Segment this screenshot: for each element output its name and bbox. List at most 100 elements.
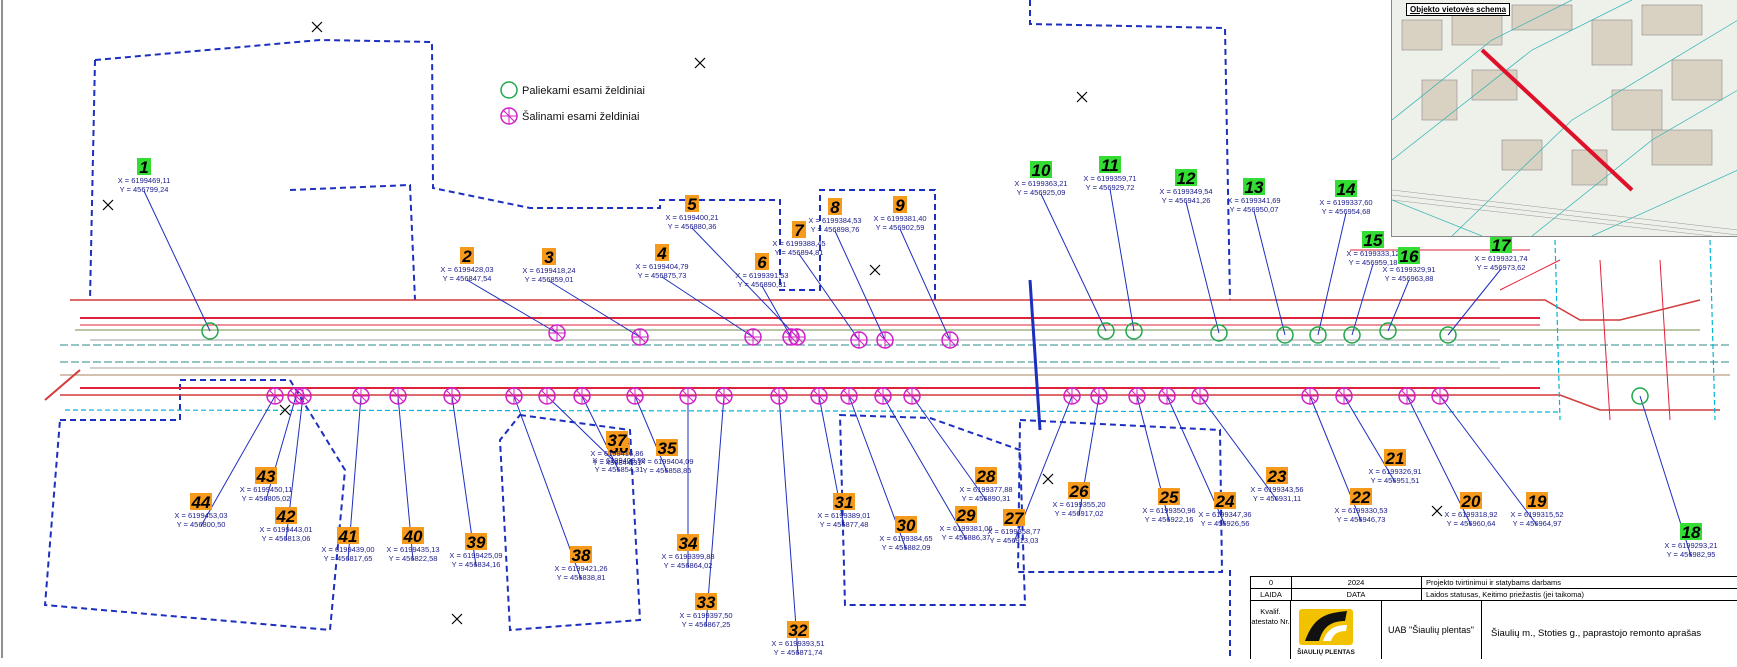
legend: Paliekami esami želdiniai Šalinami esami… bbox=[500, 81, 645, 125]
tree-30: 30X = 6199384,65Y = 456882,09 bbox=[840, 387, 933, 552]
tree-coordinate-y: Y = 456890,31 bbox=[962, 494, 1011, 503]
tree-coordinate-x: X = 6199453,03 bbox=[174, 511, 227, 520]
boundary-block-a bbox=[289, 183, 416, 301]
tree-coordinate-y: Y = 456959,18 bbox=[1349, 258, 1398, 267]
tree-coordinate-x: X = 6199418,24 bbox=[522, 266, 575, 275]
tree-33: 33X = 6199397,50Y = 456867,25 bbox=[679, 387, 733, 629]
removed-tree-symbol bbox=[1158, 387, 1176, 405]
tree-40: 40X = 6199435,13Y = 456822,58 bbox=[386, 387, 440, 563]
retained-tree-symbol bbox=[1309, 326, 1327, 344]
tree-coordinate-x: X = 6199321,74 bbox=[1474, 254, 1527, 263]
tree-number: 37 bbox=[608, 431, 628, 450]
tree-coordinate-y: Y = 456875,73 bbox=[638, 271, 687, 280]
tree-coordinate-x: X = 6199425,09 bbox=[449, 551, 502, 560]
tree-number-tag bbox=[465, 533, 487, 550]
tree-number: 18 bbox=[1682, 523, 1701, 542]
tree-number: 15 bbox=[1364, 231, 1383, 250]
tree-32: 32X = 6199393,51Y = 456871,74 bbox=[770, 387, 825, 657]
tree-number: 24 bbox=[1215, 492, 1235, 511]
tree-coordinate-y: Y = 456917,02 bbox=[1055, 509, 1104, 518]
tree-coordinate-y: Y = 456890,31 bbox=[738, 280, 787, 289]
removed-tree-symbol bbox=[1398, 387, 1416, 405]
tree-37: 37X = 6199416,86Y = 456844,31 bbox=[538, 387, 644, 467]
tree-number-tag bbox=[1003, 509, 1025, 526]
tree-coordinate-y: Y = 456817,65 bbox=[324, 554, 373, 563]
tree-coordinate-x: X = 6199388,45 bbox=[772, 239, 825, 248]
tree-coordinate-y: Y = 456951,51 bbox=[1371, 476, 1420, 485]
tree-number-tag bbox=[275, 507, 297, 524]
tree-coordinate-x: X = 6199408,50 bbox=[592, 456, 645, 465]
tree-coordinate-y: Y = 456964,97 bbox=[1513, 519, 1562, 528]
tree-coordinate-x: X = 6199384,65 bbox=[879, 534, 932, 543]
tree-coordinate-y: Y = 456894,81 bbox=[775, 248, 824, 257]
title-block-lower: Kvalif. atestato Nr. ŠIAULIŲ PLENTAS UAB… bbox=[1251, 601, 1737, 659]
boundary-south-4 bbox=[1016, 418, 1224, 573]
tree-number: 41 bbox=[338, 527, 358, 546]
title-block-row-revision: 0 2024 Projekto tvirtinimui ir statybams… bbox=[1251, 577, 1737, 589]
tree-coordinate-x: X = 6199315,52 bbox=[1510, 510, 1563, 519]
tree-15: 15X = 6199333,12Y = 456959,18 bbox=[1343, 231, 1400, 344]
tree-leader-line bbox=[1185, 201, 1220, 334]
tree-number-tag bbox=[1460, 492, 1482, 509]
tree-number-tag bbox=[402, 527, 424, 544]
tree-2: 2X = 6199428,03Y = 456847,54 bbox=[440, 247, 566, 342]
removed-tree-symbol bbox=[1128, 387, 1146, 405]
tree-number: 28 bbox=[976, 467, 996, 486]
tree-number-tag bbox=[895, 516, 917, 533]
tree-coordinate-y: Y = 456864,02 bbox=[664, 561, 713, 570]
tree-number-tag bbox=[677, 534, 699, 551]
tree-number-tag bbox=[1214, 492, 1236, 509]
tree-8: 8X = 6199384,53Y = 456898,76 bbox=[808, 198, 894, 349]
tree-number: 16 bbox=[1400, 247, 1419, 266]
tree-43: 43X = 6199450,11Y = 456805,02 bbox=[240, 387, 305, 503]
boundary-north-right bbox=[1029, 0, 1231, 301]
removed-tree-symbol bbox=[573, 387, 591, 405]
logo-lettering: ŠIAULIŲ PLENTAS bbox=[1297, 647, 1355, 656]
removed-tree-symbol bbox=[810, 387, 828, 405]
tb-document-description: Šiaulių m., Stoties g., paprastojo remon… bbox=[1491, 628, 1702, 639]
tree-coordinate-y: Y = 456871,74 bbox=[774, 648, 823, 657]
tree-coordinate-x: X = 6199404,09 bbox=[640, 457, 693, 466]
removed-tree-symbol bbox=[715, 387, 733, 405]
tree-number: 6 bbox=[757, 253, 767, 272]
tree-16: 16X = 6199329,91Y = 456963,88 bbox=[1379, 247, 1436, 340]
tree-number-tag bbox=[828, 198, 842, 215]
tree-coordinate-y: Y = 456859,01 bbox=[525, 275, 574, 284]
tree-number: 12 bbox=[1177, 169, 1196, 188]
tree-coordinate-x: X = 6199384,53 bbox=[808, 216, 861, 225]
tree-coordinate-y: Y = 456867,25 bbox=[682, 620, 731, 629]
tree-leader-line bbox=[761, 285, 792, 338]
tree-coordinate-x: X = 6199341,69 bbox=[1227, 196, 1280, 205]
tree-number-tag bbox=[695, 593, 717, 610]
tree-coordinate-x: X = 6199333,12 bbox=[1346, 249, 1399, 258]
tree-number: 2 bbox=[461, 247, 472, 266]
tree-coordinate-y: Y = 456886,37 bbox=[942, 533, 991, 542]
tree-number: 35 bbox=[658, 439, 677, 458]
tree-20: 20X = 6199318,92Y = 456960,64 bbox=[1398, 387, 1498, 528]
tree-number: 40 bbox=[403, 527, 423, 546]
tree-number-tag bbox=[685, 195, 699, 212]
tree-coordinate-y: Y = 456963,88 bbox=[1385, 274, 1434, 283]
tree-leader-line bbox=[1317, 212, 1347, 336]
tree-coordinate-y: Y = 456882,09 bbox=[882, 543, 931, 552]
tree-number: 25 bbox=[1159, 488, 1179, 507]
tree-number-tag bbox=[792, 221, 806, 238]
tree-coordinate-y: Y = 456973,62 bbox=[1477, 263, 1526, 272]
boundary-south-1 bbox=[43, 379, 347, 632]
tree-coordinate-x: X = 6199391,53 bbox=[735, 271, 788, 280]
removed-tree-symbol bbox=[903, 387, 921, 405]
removed-tree-symbol bbox=[782, 328, 800, 346]
removed-tree-symbol bbox=[389, 387, 407, 405]
tree-coordinate-y: Y = 456913,03 bbox=[990, 536, 1039, 545]
tree-number: 39 bbox=[467, 533, 486, 552]
tree-coordinate-y: Y = 456929,72 bbox=[1086, 183, 1135, 192]
removed-tree-symbol bbox=[1301, 387, 1319, 405]
removed-tree-symbol bbox=[876, 331, 894, 349]
tree-coordinate-y: Y = 456813,06 bbox=[262, 534, 311, 543]
tree-number-tag bbox=[337, 527, 359, 544]
tree-number: 38 bbox=[572, 546, 591, 565]
tree-number-tag bbox=[1175, 169, 1197, 186]
tree-41: 41X = 6199439,00Y = 456817,65 bbox=[321, 387, 375, 563]
tree-number-tag bbox=[606, 431, 628, 448]
